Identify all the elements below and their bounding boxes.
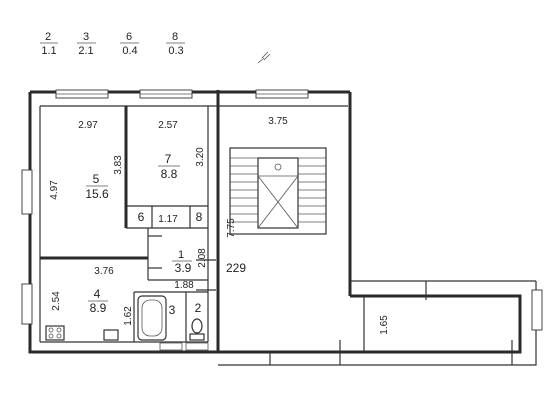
legend-room-2: 2 [45,31,51,43]
window-right-extension [531,289,543,331]
dim-bath-width: 1.88 [174,280,194,291]
toilet-tank [189,333,205,341]
dim-229: 229 [226,261,246,275]
outer-wall-left-block [28,90,220,354]
radiator [159,342,183,351]
window-left-room5 [21,169,33,215]
stove [45,325,65,341]
dim-room4-width: 3.76 [94,266,114,277]
toilet [191,318,203,334]
interior-walls [40,106,365,352]
dimensions: 2.97 2.57 3.75 4.97 3.83 3.20 1.17 7.75 … [49,116,390,335]
stair-cross [257,175,299,229]
dim-room5-inner: 3.83 [113,155,124,175]
room-7-number: 7 [165,152,172,166]
room-3-number: 3 [169,303,176,317]
room-labels: 5 15.6 7 8.8 4 8.9 1 3.9 6 8 3 2 [85,152,202,317]
area-legend: 2 1.1 3 2.1 6 0.4 8 0.3 [40,31,185,57]
window-left-room4 [21,283,33,325]
radiator [185,342,209,351]
dim-corridor: 2.08 [197,248,208,268]
stair-well [257,157,299,229]
legend-area-6: 0.4 [122,45,137,57]
legend-room-8: 8 [172,31,178,43]
stair-enclosure [229,147,327,235]
stair-steps-left [230,157,258,223]
staircase [230,157,326,229]
scan-marks [257,51,271,64]
room-6-number: 6 [138,210,145,224]
windows [21,89,543,331]
legend-area-2: 1.1 [41,45,56,57]
room-5-number: 5 [93,172,100,186]
bathtub-inner [141,299,163,337]
dim-stair-length: 7.75 [226,218,237,238]
legend-area-3: 2.1 [78,45,93,57]
dim-extension: 1.65 [379,315,390,335]
legend-area-8: 0.3 [168,45,183,57]
door-marks [148,235,513,365]
room-2-number: 2 [195,301,202,315]
room-1-area: 3.9 [175,261,192,275]
fixtures [45,295,209,351]
dim-room5-height: 4.97 [49,180,60,200]
room-8-number: 8 [196,210,203,224]
room-7-area: 8.8 [161,167,178,181]
legend-room-3: 3 [83,31,89,43]
dim-bath-height: 1.62 [123,306,134,326]
room-4-number: 4 [94,287,101,301]
dim-room7-height: 3.20 [195,147,206,167]
dim-room7-width: 2.57 [158,120,178,131]
dim-closets: 1.17 [158,214,178,225]
kitchen-sink [103,329,119,341]
room-1-number: 1 [178,249,184,261]
stair-marker [274,163,282,171]
stair-steps-right [298,157,326,223]
dim-room4-height: 2.54 [51,291,62,311]
outer-wall-lower-right [218,294,522,354]
dim-stair-width: 3.75 [268,116,288,127]
room-4-area: 8.9 [90,301,107,315]
room-5-area: 15.6 [85,187,109,201]
bathtub [137,295,167,341]
legend-room-6: 6 [126,31,132,43]
dim-room5-width: 2.97 [78,120,98,131]
